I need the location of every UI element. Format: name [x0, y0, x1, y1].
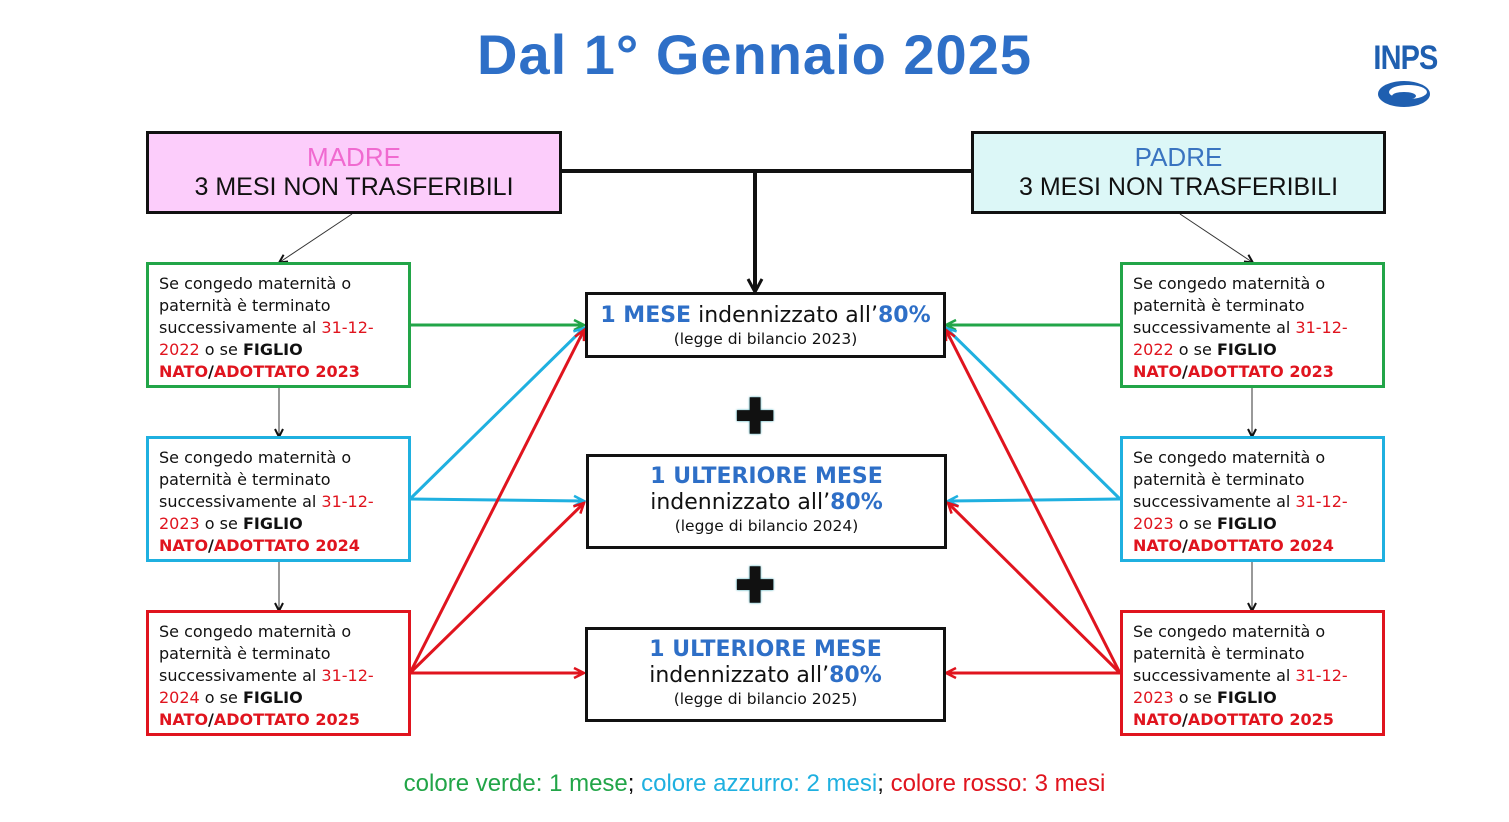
box-line: 2022 o se FIGLIO — [1133, 340, 1277, 359]
right-blue-arrow-2 — [948, 499, 1121, 501]
left-condition-box-2025: Se congedo maternità o paternità è termi… — [146, 610, 411, 736]
box-line: Se congedo maternità o — [1133, 274, 1326, 293]
left-red-arrow-2 — [408, 503, 584, 675]
center-main-text: indennizzato all’80% — [650, 490, 883, 515]
box-line: Se congedo maternità o — [159, 274, 352, 293]
box-line: paternità è terminato — [1133, 470, 1305, 489]
left-red-arrow-1 — [408, 330, 586, 674]
plus-icon: ✚ — [735, 391, 776, 444]
father-to-box1 — [1179, 213, 1252, 262]
box-line: paternità è terminato — [1133, 644, 1305, 663]
box-line: 2023 o se FIGLIO — [1133, 514, 1277, 533]
center-main-text: indennizzato all’80% — [649, 663, 882, 688]
right-blue-arrow-1 — [946, 328, 1122, 501]
box-line: successivamente al 31-12- — [1133, 318, 1348, 337]
mother-sub: 3 MESI NON TRASFERIBILI — [194, 173, 514, 201]
center-box-2024: 1 ULTERIORE MESE indennizzato all’80% (l… — [586, 454, 947, 549]
box-line: successivamente al 31-12- — [1133, 492, 1348, 511]
box-line: successivamente al 31-12- — [159, 318, 374, 337]
logo-swirl-icon — [1378, 81, 1430, 107]
box-line: NATO/ADOTTATO 2023 — [159, 362, 360, 381]
center-law-text: (legge di bilancio 2025) — [673, 690, 858, 708]
box-line: NATO/ADOTTATO 2023 — [1133, 362, 1334, 381]
right-red-arrow-2 — [948, 503, 1122, 675]
box-line: 2023 o se FIGLIO — [1133, 688, 1277, 707]
box-line: Se congedo maternità o — [1133, 448, 1326, 467]
plus-icon: ✚ — [735, 560, 776, 613]
box-line: paternità è terminato — [159, 296, 331, 315]
center-law-text: (legge di bilancio 2023) — [673, 330, 858, 348]
box-line: paternità è terminato — [159, 470, 331, 489]
legend-red: colore rosso: 3 mesi — [890, 770, 1106, 797]
left-condition-box-2023: Se congedo maternità o paternità è termi… — [146, 262, 411, 388]
center-lead-text: 1 ULTERIORE MESE — [650, 464, 883, 489]
box-line: 2023 o se FIGLIO — [159, 514, 303, 533]
box-line: successivamente al 31-12- — [1133, 666, 1348, 685]
mother-label: MADRE — [307, 142, 401, 172]
box-line: paternità è terminato — [1133, 296, 1305, 315]
legend-blue: colore azzurro: 2 mesi — [641, 770, 878, 797]
right-condition-box-2024: Se congedo maternità o paternità è termi… — [1120, 436, 1385, 562]
box-line: successivamente al 31-12- — [159, 492, 374, 511]
box-line: 2022 o se FIGLIO — [159, 340, 303, 359]
logo-text: INPS — [1373, 39, 1438, 77]
box-line: NATO/ADOTTATO 2024 — [159, 536, 360, 555]
box-line: Se congedo maternità o — [159, 622, 352, 641]
center-box-2023: 1 MESE indennizzato all’80% (legge di bi… — [585, 292, 946, 358]
right-condition-box-2023: Se congedo maternità o paternità è termi… — [1120, 262, 1385, 388]
inps-logo: INPS — [1368, 40, 1440, 114]
right-condition-box-2025: Se congedo maternità o paternità è termi… — [1120, 610, 1385, 736]
father-label: PADRE — [1134, 142, 1223, 172]
center-box-2025: 1 ULTERIORE MESE indennizzato all’80% (l… — [585, 627, 946, 722]
center-main-text: 1 MESE indennizzato all’80% — [600, 303, 931, 328]
box-line: NATO/ADOTTATO 2025 — [1133, 710, 1334, 729]
box-line: paternità è terminato — [159, 644, 331, 663]
mother-to-box1 — [280, 213, 353, 262]
legend-green: colore verde: 1 mese — [403, 770, 628, 797]
right-red-arrow-1 — [944, 330, 1122, 674]
box-line: Se congedo maternità o — [159, 448, 352, 467]
left-blue-arrow-1 — [408, 328, 584, 501]
box-line: 2024 o se FIGLIO — [159, 688, 303, 707]
box-line: Se congedo maternità o — [1133, 622, 1326, 641]
color-legend: colore verde: 1 mese; colore azzurro: 2 … — [403, 770, 1106, 797]
left-condition-box-2024: Se congedo maternità o paternità è termi… — [146, 436, 411, 562]
mother-box: MADRE 3 MESI NON TRASFERIBILI — [146, 131, 562, 214]
father-box: PADRE 3 MESI NON TRASFERIBILI — [971, 131, 1386, 214]
box-line: successivamente al 31-12- — [159, 666, 374, 685]
center-lead-text: 1 ULTERIORE MESE — [649, 637, 882, 662]
center-law-text: (legge di bilancio 2024) — [674, 517, 859, 535]
box-line: NATO/ADOTTATO 2025 — [159, 710, 360, 729]
page-title: Dal 1° Gennaio 2025 — [477, 23, 1032, 86]
father-sub: 3 MESI NON TRASFERIBILI — [1018, 173, 1339, 201]
box-line: NATO/ADOTTATO 2024 — [1133, 536, 1334, 555]
